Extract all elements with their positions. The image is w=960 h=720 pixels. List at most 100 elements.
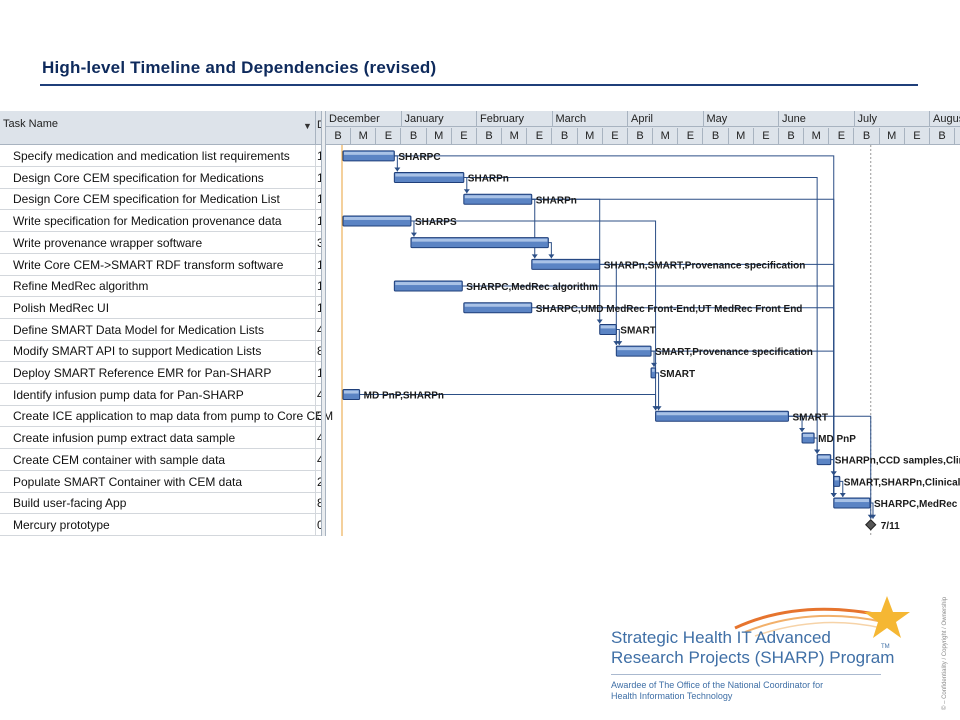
dependency-link [410, 220, 657, 411]
task-row[interactable]: Define SMART Data Model for Medication L… [0, 318, 324, 341]
task-duration: 3 [317, 236, 324, 250]
task-bar-highlight [464, 195, 531, 199]
task-duration: 4 [317, 431, 324, 445]
task-name: Create infusion pump extract data sample [13, 431, 236, 446]
milestone-label: 7/11 [881, 521, 900, 532]
task-bar-label: SHARPC,MedRec a [874, 499, 960, 510]
task-row[interactable]: Write Core CEM->SMART RDF transform soft… [0, 253, 324, 276]
task-name-column-header[interactable]: Task Name [3, 118, 59, 130]
logo-swoosh-graphic [734, 596, 910, 638]
task-row[interactable]: Modify SMART API to support Medication L… [0, 340, 324, 363]
task-bar-label: SMART [792, 412, 828, 423]
task-row[interactable]: Deploy SMART Reference EMR for Pan-SHARP… [0, 362, 324, 384]
column-separator [315, 318, 316, 340]
task-row[interactable]: Mercury prototype0 [0, 513, 324, 536]
task-name: Refine MedRec algorithm [13, 279, 149, 294]
timescale-subdivision: B [855, 128, 880, 144]
star-icon [864, 596, 910, 638]
column-separator [315, 210, 316, 232]
dependency-arrow [596, 319, 603, 324]
task-bar-highlight [344, 151, 394, 155]
timescale-subdivision: E [678, 128, 704, 144]
task-bar-label: SHARPn,SMART,Provenance specification [604, 260, 806, 271]
timescale-subdivision: E [452, 128, 477, 144]
dependency-link [651, 350, 835, 498]
task-name: Create CEM container with sample data [13, 452, 226, 467]
dependency-arrow [652, 406, 659, 411]
timescale-month: April [628, 111, 704, 127]
task-row[interactable]: Design Core CEM specification for Medica… [0, 166, 324, 189]
dependency-link [548, 242, 552, 259]
dependency-link [531, 198, 536, 259]
task-name: Write specification for Medication prove… [13, 214, 282, 229]
task-row[interactable]: Populate SMART Container with CEM data2 [0, 470, 324, 493]
timescale-subdivision: E [754, 128, 779, 144]
dependency-arrow [616, 341, 623, 346]
gantt-bars: SHARPCSHARPnSHARPnSHARPSSHARPn,SMART,Pro… [341, 145, 960, 536]
task-name: Identify infusion pump data for Pan-SHAR… [13, 387, 244, 402]
column-separator[interactable] [315, 111, 316, 144]
timescale-month: March [552, 111, 628, 127]
task-row[interactable]: Refine MedRec algorithm1 [0, 275, 324, 298]
duration-column-header[interactable]: D [317, 119, 325, 131]
task-name: Write provenance wrapper software [13, 235, 203, 250]
timescale-subdivision: M [729, 128, 754, 144]
task-duration: 1 [317, 258, 324, 272]
task-grid-header[interactable]: Task Name ▼ D [0, 111, 325, 145]
timescale-subdivision: E [376, 128, 402, 144]
split-bar[interactable] [321, 111, 326, 536]
timescale-month: May [703, 111, 779, 127]
task-name: Create ICE application to map data from … [13, 409, 334, 424]
task-duration: 1 [317, 171, 324, 185]
dependency-arrow [830, 493, 837, 498]
dependency-link [531, 307, 835, 498]
task-bar-highlight [464, 303, 531, 307]
task-duration: 0 [317, 518, 324, 532]
timescale-subdivision: M [502, 128, 528, 144]
logo-divider [611, 674, 881, 675]
dependency-arrow [814, 449, 821, 454]
timescale-month: January [401, 111, 477, 127]
dependency-link [788, 415, 872, 519]
task-bar-highlight [395, 173, 463, 177]
column-separator [315, 513, 316, 535]
task-row[interactable]: Write provenance wrapper software 3 [0, 231, 324, 254]
task-duration: 1 [317, 192, 324, 206]
task-bar-label: SHARPC,MedRec algorithm [466, 282, 598, 293]
task-row[interactable]: Build user-facing App8 [0, 492, 324, 515]
timescale-month: June [779, 111, 855, 127]
timescale-subdivision: M [578, 128, 603, 144]
task-row[interactable]: Create infusion pump extract data sample… [0, 427, 324, 450]
timescale-month: February [477, 111, 553, 127]
task-bar-label: SHARPn [468, 174, 509, 185]
logo-subtitle-line2: Health Information Technology [611, 691, 733, 701]
task-duration: 1 [317, 301, 324, 315]
dependency-arrow [531, 254, 538, 259]
task-bar-highlight [818, 455, 830, 459]
column-separator [315, 166, 316, 188]
task-row[interactable]: Specify medication and medication list r… [0, 145, 324, 167]
column-separator [315, 275, 316, 297]
task-bar-highlight [656, 412, 788, 416]
task-bar-label: SHARPn [536, 195, 577, 206]
task-bar-label: SMART [660, 369, 696, 380]
logo-title-line1: Strategic Health IT Advanced [611, 628, 831, 647]
task-row[interactable]: Design Core CEM specification for Medica… [0, 188, 324, 211]
dependency-arrow [548, 254, 555, 259]
task-row[interactable]: Polish MedRec UI1 [0, 296, 324, 319]
task-duration: 1 [317, 149, 324, 163]
milestone-diamond [865, 519, 877, 531]
task-row[interactable]: Create ICE application to map data from … [0, 405, 333, 428]
task-name: Specify medication and medication list r… [13, 149, 290, 163]
task-duration: 3 [317, 409, 324, 423]
task-row[interactable]: Create CEM container with sample data4 [0, 448, 324, 471]
column-separator [315, 340, 316, 362]
task-duration: 4 [317, 323, 324, 337]
sort-dropdown-icon[interactable]: ▼ [303, 121, 312, 131]
task-duration: 2 [317, 475, 324, 489]
task-name: Define SMART Data Model for Medication L… [13, 322, 264, 337]
task-row[interactable]: Identify infusion pump data for Pan-SHAR… [0, 383, 324, 406]
task-row[interactable]: Write specification for Medication prove… [0, 210, 324, 233]
task-name: Deploy SMART Reference EMR for Pan-SHARP [13, 366, 272, 380]
